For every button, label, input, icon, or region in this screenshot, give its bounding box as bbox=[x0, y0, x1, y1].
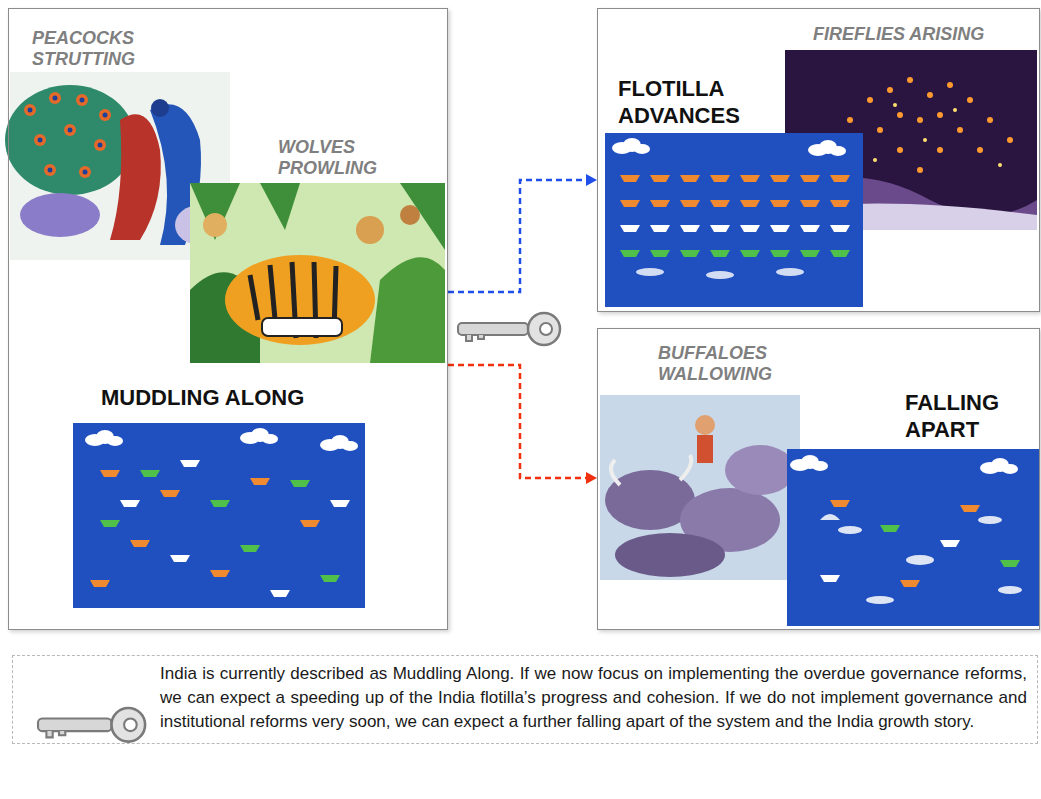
arrow-head bbox=[586, 472, 597, 484]
scene-tag: FIREFLIES ARISING bbox=[813, 24, 1033, 45]
key-icon bbox=[38, 708, 145, 742]
scene-tag: WOLVES PROWLING bbox=[278, 137, 398, 179]
note-text: India is currently described as Muddling… bbox=[156, 656, 1037, 740]
dashed-arrow bbox=[448, 365, 597, 484]
scenario-panel: FIREFLIES ARISING FLOTILLA ADVANCES bbox=[597, 8, 1040, 312]
scattered-boats-picture bbox=[73, 423, 365, 608]
buffaloes-picture bbox=[600, 395, 800, 580]
scene-tag: BUFFALOES WALLOWING bbox=[658, 343, 798, 385]
scenario-heading: FALLING APART bbox=[905, 389, 1025, 443]
dashed-arrow bbox=[448, 174, 597, 292]
scenario-heading: MUDDLING ALONG bbox=[101, 384, 381, 411]
scenario-panel: PEACOCKS STRUTTING WOLVES PROWLING MUDDLIN… bbox=[8, 8, 448, 630]
scenario-heading: FLOTILLA ADVANCES bbox=[618, 75, 768, 129]
jungle-picture bbox=[190, 183, 445, 363]
note-box: India is currently described as Muddling… bbox=[12, 655, 1038, 744]
key-icon bbox=[458, 313, 560, 345]
connector-line bbox=[448, 180, 586, 292]
arrow-head bbox=[586, 174, 597, 186]
ordered-boats-picture bbox=[605, 133, 863, 307]
scene-tag: PEACOCKS STRUTTING bbox=[32, 28, 162, 70]
connector-line bbox=[448, 365, 586, 478]
dispersed-boats-picture bbox=[787, 449, 1040, 626]
scenario-panel: BUFFALOES WALLOWING FALLING APART bbox=[597, 328, 1040, 630]
